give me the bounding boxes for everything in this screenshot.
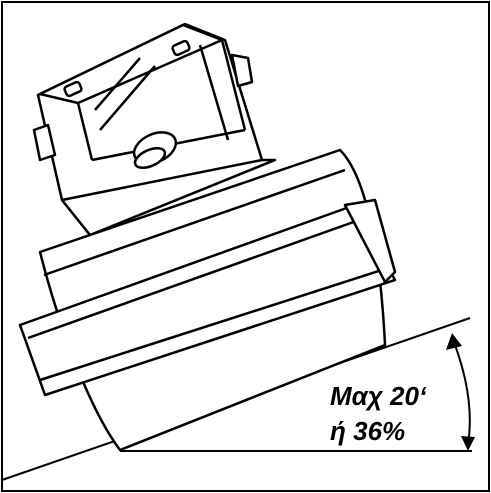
roller-machine [18, 22, 397, 452]
slope-limit-line1: Μαχ 20‘ [330, 381, 427, 411]
angle-arrow [446, 333, 475, 451]
frame-skirt [60, 158, 277, 237]
frame-lugs [32, 53, 254, 162]
drum-guard [18, 198, 397, 397]
slope-limit-line2: ή 36% [330, 416, 405, 446]
